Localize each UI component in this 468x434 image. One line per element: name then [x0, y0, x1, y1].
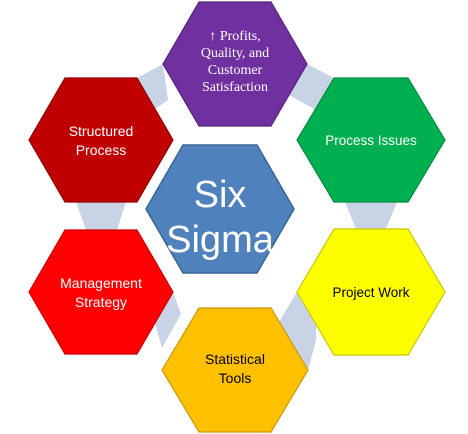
process-issues-label: Process Issues: [325, 133, 417, 148]
center-title-line-1: Six: [194, 174, 247, 216]
profits-label-line-2: Quality, and: [201, 46, 269, 61]
hexagon-process-issues-shape: [296, 77, 446, 203]
profits-label-line-3: Customer: [208, 63, 263, 78]
hexagon-management-strategy: Management Strategy: [28, 229, 174, 355]
center-title-line-2: Sigma: [166, 219, 275, 261]
project-work-label: Project Work: [332, 285, 409, 300]
hexagon-profits-shape: [162, 1, 308, 127]
hexagon-statistical-tools: Statistical Tools: [161, 307, 309, 433]
hexagon-structured-process-shape: [28, 77, 174, 203]
connector-structured-process-profits: [137, 64, 168, 109]
structured-process-label-line-1: Structured: [69, 123, 134, 139]
connector-statistical-tools-management-strategy: [155, 292, 181, 348]
hexagon-project-work: Project Work: [296, 228, 446, 356]
hexagon-management-strategy-shape: [28, 229, 174, 355]
center-hexagon: Six Sigma: [145, 144, 295, 274]
hexagon-process-issues: Process Issues: [296, 77, 446, 203]
connector-project-work-statistical-tools: [279, 292, 316, 370]
hexagon-structured-process: Structured Process: [28, 77, 174, 203]
statistical-tools-label-line-2: Tools: [219, 370, 252, 386]
center-hexagon-shape: [145, 144, 295, 274]
statistical-tools-label-line-1: Statistical: [205, 351, 265, 367]
connector-profits-process-issues: [289, 64, 334, 110]
hexagon-profits: ↑ Profits, Quality, and Customer Satisfa…: [162, 1, 308, 127]
profits-label-line-1: ↑ Profits,: [209, 29, 260, 44]
management-strategy-label-line-2: Strategy: [75, 294, 127, 310]
connectors: [76, 64, 397, 370]
structured-process-label-line-2: Process: [76, 142, 127, 158]
connector-process-issues-project-work: [345, 202, 397, 229]
hexagon-statistical-tools-shape: [161, 307, 309, 433]
management-strategy-label-line-1: Management: [60, 275, 142, 291]
hexagon-project-work-shape: [296, 228, 446, 356]
profits-label-line-4: Satisfaction: [202, 80, 268, 95]
connector-management-strategy-structured-process: [76, 202, 126, 230]
